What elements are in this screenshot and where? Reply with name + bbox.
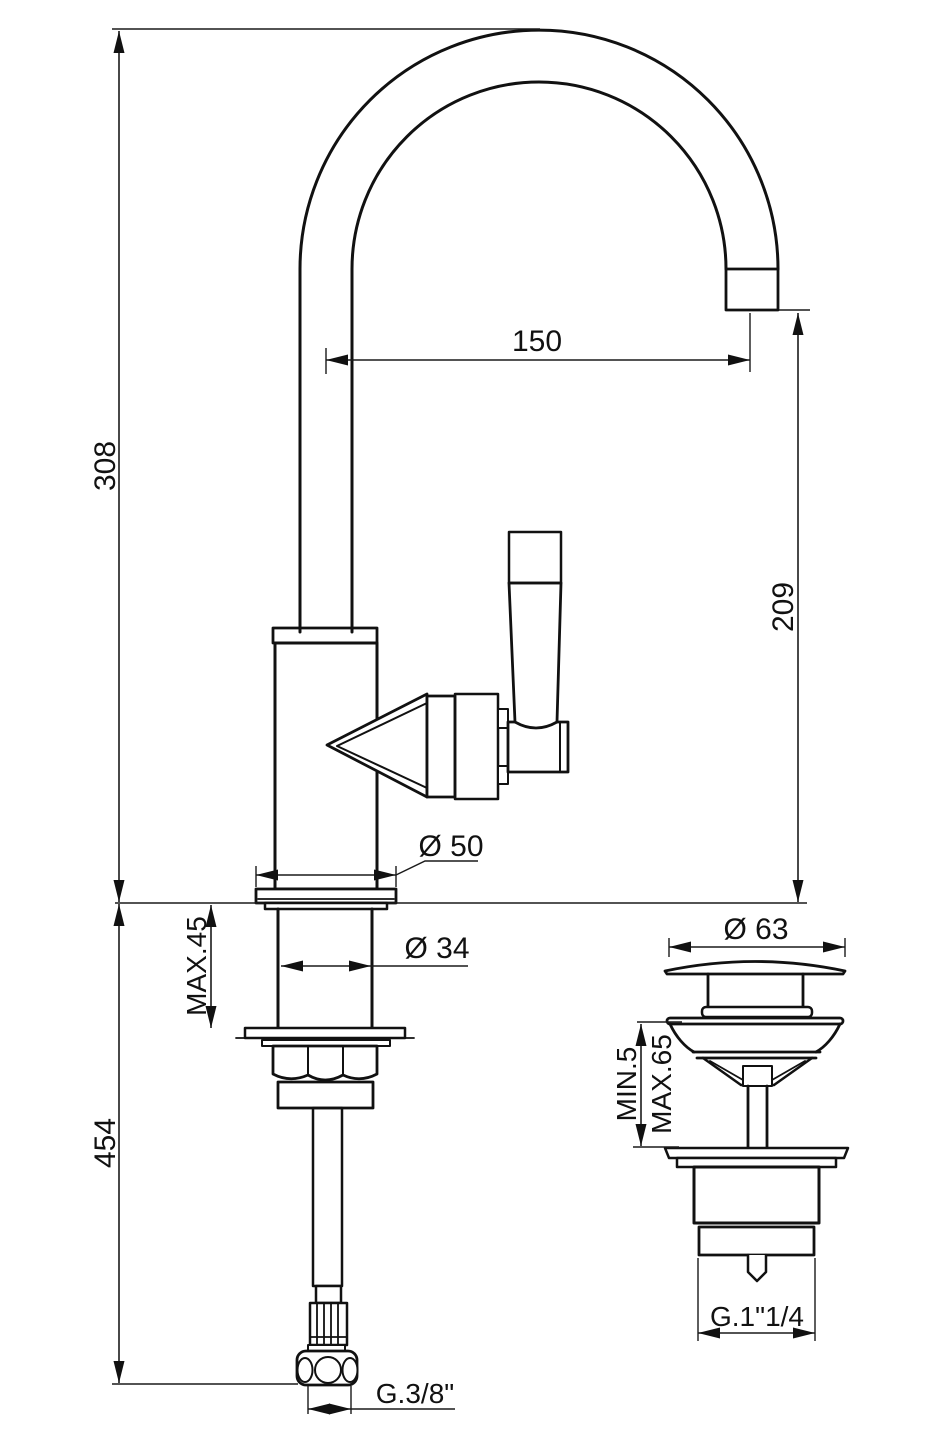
handle-base-cylinder xyxy=(506,720,570,774)
dim-supply-thread-g38: G.3/8" xyxy=(307,1378,455,1415)
spout-outer-line xyxy=(298,28,780,634)
dim-label-dia50: Ø 50 xyxy=(418,830,483,863)
valve-cone-inner-edges xyxy=(336,702,428,789)
nut-lobe-center xyxy=(314,1356,342,1384)
dim-label-dia34: Ø 34 xyxy=(404,932,469,965)
waste-thin-stem xyxy=(746,1084,769,1150)
dim-cap-diameter-63: Ø 63 xyxy=(668,913,846,957)
extension-lines-waste-deck xyxy=(633,1021,682,1148)
supply-hose xyxy=(295,1106,359,1387)
dim-label-min5: MIN.5 xyxy=(611,1047,642,1122)
dim-base-diameter-50: Ø 50 xyxy=(255,830,484,887)
dim-shank-diameter-34: Ø 34 xyxy=(281,932,470,972)
knurled-ring xyxy=(453,692,500,801)
lever-handle xyxy=(506,530,570,774)
dim-label-max45: MAX.45 xyxy=(181,916,212,1016)
cap-stem-flare xyxy=(700,1005,814,1019)
handle-hub-tab-top xyxy=(497,708,509,729)
dim-waste-deck-min-max: MIN.5 MAX.65 xyxy=(611,1021,682,1148)
handle-grip xyxy=(507,581,563,730)
waste-cap xyxy=(663,960,847,976)
leader-dia50 xyxy=(395,860,478,876)
backing-washer xyxy=(243,1026,407,1040)
valve-cylinder xyxy=(425,694,457,799)
nut-lobe-right xyxy=(341,1357,359,1383)
dim-total-depth-454: 454 xyxy=(89,904,298,1385)
handle-grip-knurl xyxy=(507,530,563,585)
faucet-body xyxy=(271,626,509,891)
spout-inner-line xyxy=(350,80,728,634)
dim-waste-thread-g114: G.1"1/4 xyxy=(697,1258,816,1341)
base-and-shank xyxy=(115,887,807,1110)
handle-hub-tab-bottom xyxy=(497,765,509,785)
dim-outlet-height-209: 209 xyxy=(767,309,810,902)
hose-fitting-ribs xyxy=(309,1302,348,1346)
dim-label-max65: MAX.65 xyxy=(646,1034,677,1134)
body-cylinder xyxy=(273,641,379,891)
hose-end-taper xyxy=(314,1284,343,1305)
waste-pin xyxy=(746,1253,768,1283)
nut-lobe-left xyxy=(296,1357,314,1383)
dim-label-308: 308 xyxy=(89,441,122,491)
waste-top-rim xyxy=(665,1016,845,1026)
dim-label-g114: G.1"1/4 xyxy=(710,1301,804,1332)
base-flange xyxy=(254,887,398,905)
waste-flange-plate xyxy=(663,1146,850,1160)
mounting-hex-nut xyxy=(271,1044,379,1082)
dim-deck-max-45: MAX.45 xyxy=(181,905,217,1028)
dimensions: 308 454 150 209 Ø 50 MAX.45 xyxy=(89,28,846,1415)
shank-collar xyxy=(276,1080,375,1110)
dim-label-454: 454 xyxy=(89,1118,122,1168)
hose-fitting xyxy=(308,1301,349,1347)
dim-label-g38: G.3/8" xyxy=(376,1378,454,1409)
spout-outlet-tip xyxy=(724,267,780,312)
waste-funnel-sides xyxy=(668,1022,842,1054)
waste-cap-stem xyxy=(706,972,805,1009)
waste-strainer-braces xyxy=(709,1060,806,1081)
faucet-front-view xyxy=(115,28,807,1387)
dim-overall-height-308: 308 xyxy=(89,28,540,902)
dim-label-209: 209 xyxy=(767,582,800,632)
waste-thread-section xyxy=(697,1225,816,1257)
waste-funnel-rim-lines xyxy=(691,1050,822,1060)
riser-collar-ring xyxy=(271,626,379,645)
pop-up-waste-view xyxy=(663,960,850,1283)
braided-hose xyxy=(311,1106,344,1288)
dim-label-dia63: Ø 63 xyxy=(723,913,788,946)
dim-spout-reach-150: 150 xyxy=(325,313,751,374)
threaded-shank xyxy=(276,907,374,1030)
dim-label-150: 150 xyxy=(512,325,562,358)
waste-strainer-box xyxy=(742,1065,773,1087)
waste-body xyxy=(692,1165,821,1225)
hex-nut-facets xyxy=(307,1045,344,1076)
spout xyxy=(298,28,780,634)
under-deck-ring xyxy=(263,901,389,911)
extension-lines-g114 xyxy=(697,1258,816,1341)
